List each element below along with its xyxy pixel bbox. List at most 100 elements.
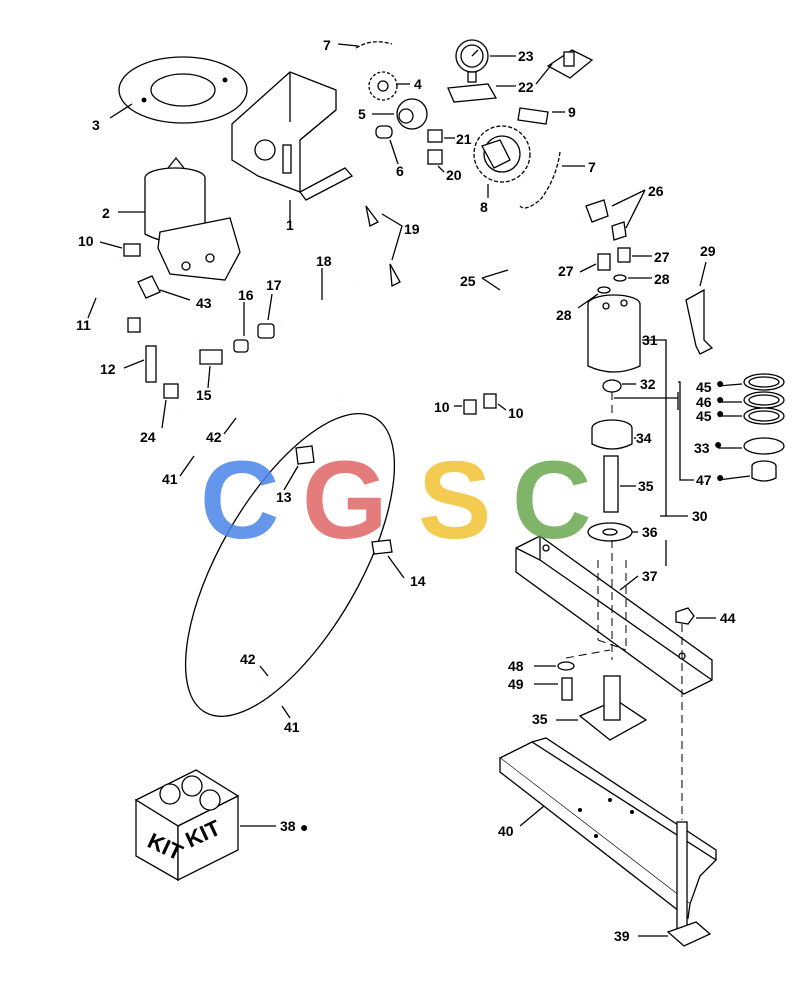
watermark-letter-c1: C [200,439,279,562]
callout-25: 25 [460,273,476,289]
callout-30: 30 [692,508,708,524]
callout-35-upper: 35 [638,478,654,494]
callout-8: 8 [480,199,488,215]
callout-45-upper: 45 [696,379,712,395]
pulley-part [396,98,428,130]
callout-44: 44 [720,610,736,626]
callout-9: 9 [568,104,576,120]
callout-42-lower: 42 [240,651,256,667]
callout-47: 47 [696,472,712,488]
callout-35-lower: 35 [532,711,548,727]
callout-40: 40 [498,823,514,839]
gauge-bracket-part [447,83,498,103]
callout-27-left: 27 [558,263,574,279]
callout-32: 32 [640,376,656,392]
callout-18: 18 [316,253,332,269]
callout-21: 21 [456,131,472,147]
tube-upper-part [343,168,436,302]
callout-5: 5 [358,106,366,122]
callout-24: 24 [140,429,156,445]
seal-46-part [743,391,785,409]
post-39-part [666,821,712,947]
callout-41-lower: 41 [284,719,300,735]
seal-45-upper-part [743,373,785,391]
gasket-ring-part [118,56,248,124]
fitting-10-left-part [123,243,141,257]
filter-31-part [587,294,641,373]
tubes-41-42-part [178,379,492,703]
kit-box-part: KIT KIT [134,769,240,882]
callout-19: 19 [404,221,420,237]
callout-37: 37 [642,568,658,584]
mount-plate-part [546,49,594,79]
chain-lower-part [519,151,561,209]
nut-32-part [602,379,622,393]
watermark-letter-c2: C [512,439,591,562]
callout-14: 14 [410,573,426,589]
callout-39: 39 [614,928,630,944]
callout-12: 12 [100,361,116,377]
sprocket-small-part [368,71,398,101]
tube-11-part [79,258,197,341]
callout-48: 48 [508,658,524,674]
callout-22: 22 [518,79,534,95]
gauge-part [455,39,489,83]
callout-10-right: 10 [508,405,524,421]
fitting-27-part [597,247,631,271]
callout-26: 26 [648,183,664,199]
callout-7-top: 7 [323,37,331,53]
callout-27-right: 27 [654,249,670,265]
stud-35-upper-part [603,455,619,513]
callout-11: 11 [76,317,91,333]
callout-10-left: 10 [78,233,94,249]
tee-15-part [199,349,223,365]
fitting-10-right-part [463,393,497,415]
bracket-29-part [685,288,714,355]
washer-28-part [597,274,627,294]
clip-13-part [295,445,315,465]
callout-1: 1 [286,217,294,233]
fitting-21-part [427,129,443,143]
marker-38: ● [300,819,308,835]
callout-17: 17 [266,277,282,293]
callout-10-mid: 10 [434,399,450,415]
chain-upper-part [355,41,393,49]
washer-48-part [557,661,575,671]
kit-markers: ● ● ● ● ● ● [300,375,724,835]
callout-38: 38 [280,818,296,834]
callout-20: 20 [446,167,462,183]
rail-40-part [498,737,718,920]
callout-23: 23 [518,48,534,64]
watermark-letter-s: S [418,439,491,562]
callout-6: 6 [396,163,404,179]
fitting-20-part [427,149,443,165]
marker-47: ● [716,469,724,485]
nut-44-part [675,607,695,625]
oring-33-part [743,437,785,455]
hoses-25-part [468,220,598,389]
callout-33: 33 [694,440,710,456]
callout-15: 15 [196,387,212,403]
callout-46: 46 [696,394,712,410]
callout-29: 29 [700,243,716,259]
tube-18-part [281,280,357,328]
callout-13: 13 [276,489,292,505]
marker-46: ● [716,391,724,407]
beam-37-part [515,535,713,695]
sprocket-large-part [473,125,531,183]
callout-2: 2 [102,205,110,221]
bushing-47-part [751,460,777,482]
callout-7-right: 7 [588,159,596,175]
watermark-letter-g: G [302,439,388,562]
marker-45-upper: ● [716,375,724,391]
callout-4: 4 [414,76,422,92]
callout-16: 16 [238,287,254,303]
callout-28-left: 28 [556,307,572,323]
seal-45-lower-part [743,407,785,425]
elbow-26-part [585,199,627,241]
callout-labels: 1 2 3 4 5 6 7 7 8 9 10 10 10 11 12 13 14… [76,37,736,944]
elbow-43-part [137,275,161,299]
callout-28-right: 28 [654,271,670,287]
